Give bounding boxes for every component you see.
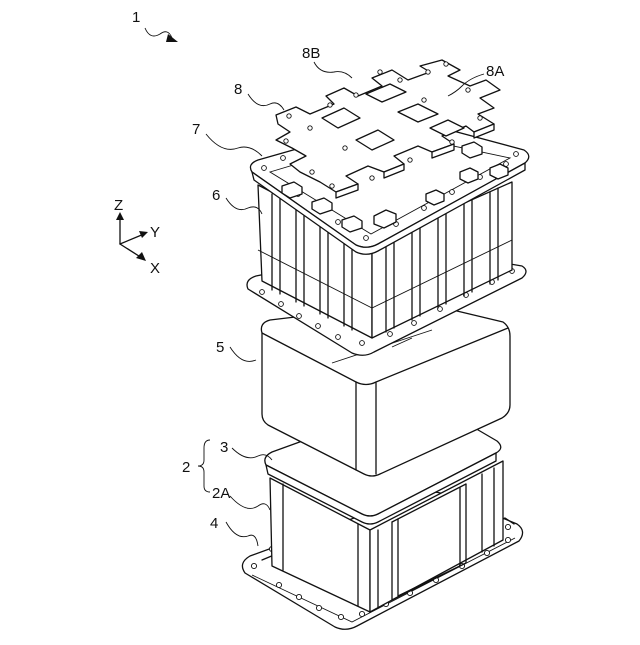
label-4: 4 (210, 515, 218, 532)
label-7: 7 (192, 121, 200, 138)
label-6: 6 (212, 187, 220, 204)
label-1: 1 (132, 9, 140, 26)
label-5: 5 (216, 339, 224, 356)
assembly-arrow-icon (166, 34, 178, 42)
label-8a: 8A (486, 63, 504, 80)
axis-indicator: Z Y X (114, 197, 160, 277)
label-2a: 2A (212, 485, 230, 502)
label-8b: 8B (302, 45, 320, 62)
axis-x-label: X (150, 260, 160, 277)
label-3: 3 (220, 439, 228, 456)
axis-z-label: Z (114, 197, 123, 214)
axis-y-label: Y (150, 224, 160, 241)
label-8: 8 (234, 81, 242, 98)
label-2: 2 (182, 459, 190, 476)
